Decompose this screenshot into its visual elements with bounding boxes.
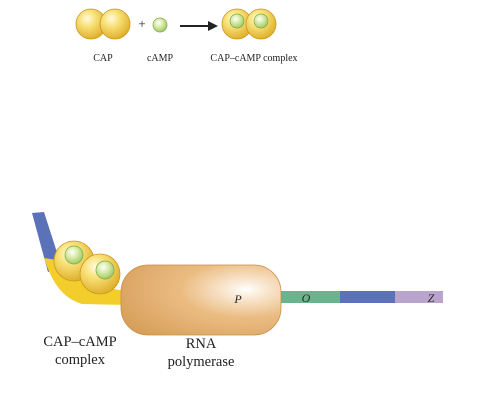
cap-camp-bound-complex	[53, 240, 121, 295]
gene-letter: Z	[428, 291, 435, 305]
cap-label: CAP	[93, 53, 113, 64]
cap-dimer	[75, 8, 131, 40]
complex-label-line1: CAP–cAMP	[43, 334, 116, 350]
camp-label: cAMP	[147, 53, 174, 64]
operator-region	[278, 291, 340, 303]
cap-camp-complex-icon	[221, 8, 277, 40]
lacz-gene	[395, 291, 443, 303]
plus-sign: +	[138, 16, 145, 31]
polymerase-label-line2: polymerase	[168, 354, 235, 370]
complex-label-line2: complex	[55, 352, 106, 368]
polymerase-label-line1: RNA	[186, 336, 217, 352]
equation: + CAP cAMP CAP–cAMP complex	[75, 8, 298, 64]
dna-spacer	[340, 291, 395, 303]
operator-letter: O	[302, 291, 311, 305]
camp-molecule	[152, 17, 168, 33]
reaction-arrow	[180, 21, 218, 31]
rna-polymerase	[120, 264, 282, 336]
complex-label: CAP–cAMP complex	[210, 53, 297, 64]
promoter-letter: P	[233, 292, 242, 306]
promoter-diagram: P O Z CAP–cAMP complex RNA polymerase	[32, 212, 443, 370]
